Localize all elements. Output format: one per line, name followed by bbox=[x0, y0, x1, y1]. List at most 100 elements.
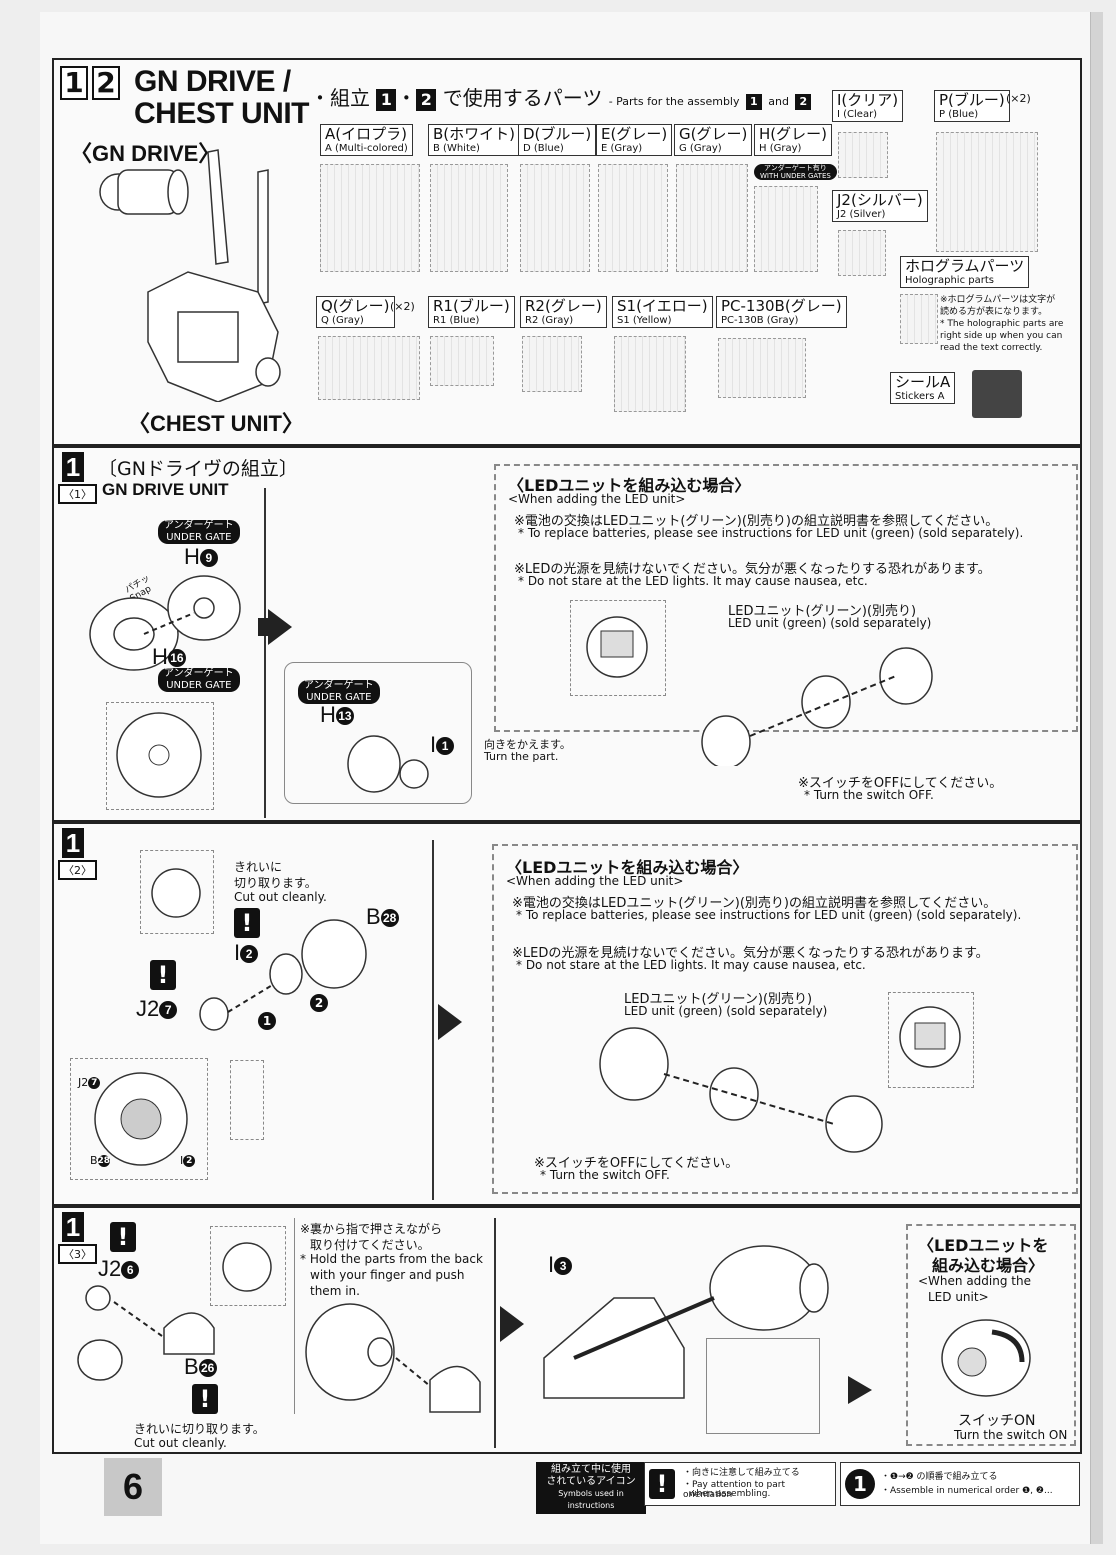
step-3-divider-b bbox=[494, 1218, 496, 1448]
part-h-en: H (Gray) bbox=[759, 143, 802, 154]
page-title-line2: CHEST UNIT bbox=[134, 97, 310, 130]
part-a-jp: A(イロプラ) bbox=[325, 125, 407, 143]
under-gate-h9-jp: アンダーゲート bbox=[164, 520, 234, 531]
step-2-cut-inset bbox=[140, 850, 214, 934]
turn-part-en: Turn the part. bbox=[484, 750, 559, 763]
j2-6-letter: J2 bbox=[98, 1256, 122, 1281]
part-g-en: G (Gray) bbox=[679, 143, 722, 154]
stickers-jp: シールA bbox=[895, 373, 951, 391]
flow-arrow-stem-1 bbox=[258, 618, 268, 636]
part-label-h: H(グレー)H (Gray) bbox=[754, 124, 832, 156]
holographic-note: ※ホログラムパーツは文字が 読める方が表になります。 * The hologra… bbox=[940, 294, 1063, 354]
led-note-2-en1: * To replace batteries, please see instr… bbox=[516, 908, 1022, 922]
h9-number: 9 bbox=[199, 549, 218, 568]
under-gate-h9-en: UNDER GATE bbox=[166, 532, 232, 543]
led-2-switch-en: * Turn the switch OFF. bbox=[540, 1168, 670, 1182]
holographic-parts bbox=[900, 294, 938, 344]
chest-unit-label: 〈CHEST UNIT〉 bbox=[128, 411, 305, 436]
order-1-number: 1 bbox=[258, 1011, 276, 1030]
side-view-arrow bbox=[848, 1376, 872, 1404]
i3-letter: I bbox=[548, 1252, 555, 1277]
switch-on-jp: スイッチON bbox=[958, 1413, 1036, 1429]
led-2-unit-en: LED unit (green) (sold separately) bbox=[624, 1004, 828, 1018]
part-p-jp: P(ブルー) bbox=[939, 91, 1005, 109]
orientation-legend-icon: ! bbox=[649, 1469, 675, 1499]
b28-letter: B bbox=[366, 904, 381, 929]
led-1-assembly-illustration bbox=[701, 647, 933, 766]
led-note-1-jp2: ※LEDの光源を見続けないでください。気分が悪くなったりする恐れがあります。 bbox=[514, 562, 991, 577]
part-label-q: Q(グレー)Q (Gray) bbox=[316, 296, 395, 328]
parts-heading-sep: ・ bbox=[396, 86, 417, 110]
parts-heading-en: - Parts for the assembly bbox=[608, 95, 740, 108]
led-note-1-en2: * Do not stare at the LED lights. It may… bbox=[518, 574, 868, 588]
h16-number: 16 bbox=[167, 649, 186, 668]
part-label-b: B(ホワイト)B (White) bbox=[428, 124, 520, 156]
led-1-switch-en: * Turn the switch OFF. bbox=[804, 788, 934, 802]
step-1-title-jp: 〔GNドライヴの組立〕 bbox=[98, 458, 298, 480]
part-p-en: P (Blue) bbox=[939, 109, 979, 120]
result-i-letter: I bbox=[180, 1154, 184, 1167]
step-2-sub: 〈2〉 bbox=[58, 860, 97, 880]
runner-j2 bbox=[838, 230, 886, 276]
led-3-title-1: 〈LEDユニットを bbox=[918, 1236, 1049, 1255]
step-3-cap-illustration bbox=[77, 1285, 215, 1381]
icons-legend-jp2: されているアイコン bbox=[546, 1476, 636, 1487]
part-s1-jp: S1(イエロー) bbox=[617, 297, 708, 315]
orientation-legend-jp: ・向きに注意して組み立てる bbox=[683, 1468, 800, 1478]
step-3-side-view-inset bbox=[706, 1338, 820, 1434]
h13-part-illustration bbox=[347, 735, 429, 793]
parts-heading-en-and: and bbox=[768, 95, 789, 108]
part-label-e: E(グレー)E (Gray) bbox=[596, 124, 673, 156]
led-note-box-3: 〈LEDユニットを 組み込む場合〉 <When adding the LED u… bbox=[906, 1224, 1076, 1446]
b26-number: 26 bbox=[198, 1359, 217, 1378]
part-a-en: A (Multi-colored) bbox=[325, 143, 408, 154]
orientation-legend-en2: when assembling. bbox=[689, 1489, 771, 1499]
step-2-flag: 1 bbox=[62, 828, 84, 858]
led-2-unit-jp: LEDユニット(グリーン)(別売り) bbox=[624, 992, 813, 1007]
under-gate-h13-jp: アンダーゲート bbox=[304, 680, 374, 691]
hold-note-en3: them in. bbox=[310, 1284, 360, 1298]
led-note-box-2: 〈LEDユニットを組み込む場合〉 <When adding the LED un… bbox=[492, 844, 1078, 1194]
part-d-jp: D(ブルー) bbox=[523, 125, 592, 143]
b26-letter: B bbox=[184, 1354, 199, 1379]
part-label-p: P(ブルー)P (Blue) bbox=[934, 90, 1010, 122]
step-2-cut-en: Cut out cleanly. bbox=[234, 890, 327, 904]
switch-on-en: Turn the switch ON bbox=[954, 1428, 1068, 1442]
order-marker-1: 1 bbox=[258, 1010, 276, 1030]
i3-number: 3 bbox=[554, 1257, 573, 1276]
part-label-g: G(グレー)G (Gray) bbox=[674, 124, 753, 156]
page-number: 6 bbox=[104, 1458, 162, 1516]
under-gate-h13-en: UNDER GATE bbox=[306, 692, 372, 703]
parts-heading-step1: 1 bbox=[376, 89, 397, 111]
step-2-assembly-illustration bbox=[199, 919, 367, 1031]
part-r2-jp: R2(グレー) bbox=[525, 297, 602, 315]
part-q-jp: Q(グレー) bbox=[321, 297, 390, 315]
part-p-qty: (×2) bbox=[1006, 92, 1031, 105]
led-2-detail-inset bbox=[888, 992, 974, 1088]
result-label-b28: B28 bbox=[90, 1154, 110, 1167]
result-j2-number: 7 bbox=[88, 1077, 101, 1089]
part-label-pc130b: PC-130B(グレー)PC-130B (Gray) bbox=[716, 296, 847, 328]
switch-on-illustration[interactable] bbox=[932, 1312, 1052, 1402]
hold-note-en1: * Hold the parts from the back bbox=[300, 1252, 483, 1266]
step-3-flag: 1 bbox=[62, 1212, 84, 1242]
parts-heading-en-step1: 1 bbox=[745, 94, 762, 110]
result-i-number: 2 bbox=[183, 1155, 196, 1167]
order-legend: 1 ・❶→❷ の順番で組み立てる ・Assemble in numerical … bbox=[840, 1462, 1080, 1506]
led-note-1-en1: * To replace batteries, please see instr… bbox=[518, 526, 1024, 540]
part-label-d: D(ブルー)D (Blue) bbox=[518, 124, 597, 156]
holographic-en: Holographic parts bbox=[905, 275, 994, 286]
runner-g bbox=[676, 164, 748, 272]
runner-h bbox=[754, 186, 818, 272]
order-legend-icon: 1 bbox=[845, 1469, 875, 1499]
led-note-1-jp1: ※電池の交換はLEDユニット(グリーン)(別売り)の組立説明書を参照してください… bbox=[514, 514, 999, 529]
part-j2-jp: J2(シルバー) bbox=[837, 191, 923, 209]
